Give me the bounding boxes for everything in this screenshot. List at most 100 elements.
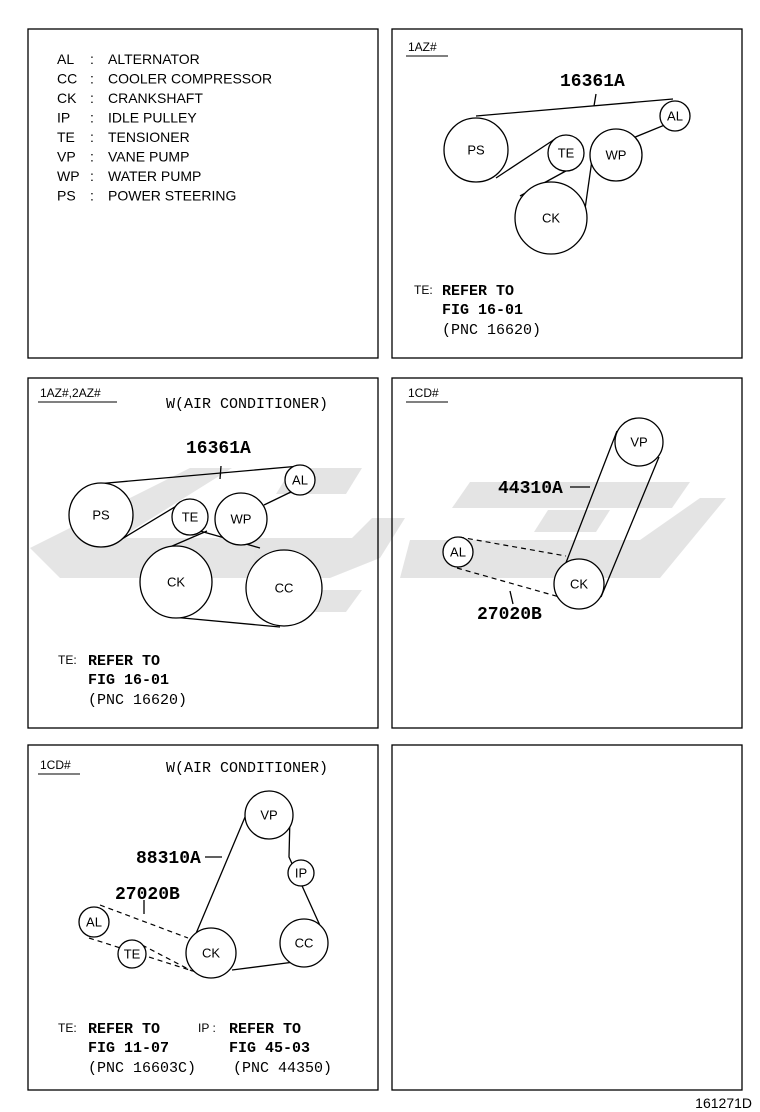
legend-separator: :: [90, 149, 94, 165]
belt-part-number: 44310A: [498, 479, 563, 499]
svg-text:PS: PS: [92, 508, 110, 523]
belt-segment: [495, 138, 556, 179]
svg-text:REFER TO: REFER TO: [442, 283, 514, 300]
legend-abbreviation: TE: [57, 129, 75, 145]
idle-pulley: IP: [287, 859, 315, 887]
belt-part-number: 16361A: [186, 439, 251, 459]
panel-1cd: [391, 377, 743, 729]
crankshaft-pulley: CK: [553, 558, 605, 610]
svg-text:TE:: TE:: [58, 1021, 77, 1035]
svg-text:TE:: TE:: [414, 283, 433, 297]
vane-pump-pulley: VP: [614, 417, 664, 467]
belt-segment: [561, 430, 618, 574]
legend-separator: :: [90, 188, 94, 204]
belt-segment-dashed: [456, 567, 564, 599]
legend-separator: :: [90, 90, 94, 106]
legend-abbreviation: VP: [57, 149, 76, 165]
belt-part-number: 16361A: [560, 72, 625, 92]
svg-text:(PNC 44350): (PNC 44350): [233, 1060, 332, 1077]
legend-abbreviation: CC: [57, 71, 77, 87]
svg-text:IP :: IP :: [198, 1021, 216, 1035]
legend-name: ALTERNATOR: [108, 51, 200, 67]
legend-name: IDLE PULLEY: [108, 110, 197, 126]
tensioner-reference-note: TE: REFER TO FIG 11-07 (PNC 16603C): [58, 1021, 196, 1077]
svg-text:REFER TO: REFER TO: [88, 1021, 160, 1038]
belt-segment: [171, 616, 281, 628]
svg-text:REFER TO: REFER TO: [229, 1021, 301, 1038]
svg-text:CK: CK: [542, 211, 560, 226]
tensioner-reference-note: TE: REFER TO FIG 16-01 (PNC 16620): [414, 283, 541, 339]
legend-item: AL: ALTERNATOR: [57, 51, 200, 67]
cooler-compressor-pulley: CC: [245, 549, 323, 627]
alternator-pulley: AL: [78, 906, 110, 938]
legend-item: WP:WATER PUMP: [57, 168, 201, 184]
legend-separator: :: [90, 110, 94, 126]
power-steering-pulley: PS: [68, 482, 134, 548]
svg-text:CK: CK: [202, 946, 220, 961]
belt-segment: [475, 98, 674, 117]
legend-item: PS: POWER STEERING: [57, 188, 236, 204]
panel-1az-2az-ac: [27, 377, 379, 729]
legend-name: VANE PUMP: [108, 149, 189, 165]
svg-text:FIG 45-03: FIG 45-03: [229, 1040, 310, 1057]
belt-segment: [191, 809, 249, 944]
belt-segment-dashed: [458, 536, 567, 557]
svg-text:(PNC 16603C): (PNC 16603C): [88, 1060, 196, 1077]
tensioner-pulley: TE: [117, 939, 147, 969]
legend-abbreviation: IP: [57, 110, 70, 126]
belt-segment: [288, 815, 323, 931]
variant-title: W(AIR CONDITIONER): [166, 396, 328, 413]
svg-text:TE:: TE:: [58, 653, 77, 667]
legend-separator: :: [90, 129, 94, 145]
crankshaft-pulley: CK: [514, 181, 588, 255]
belt-segment: [600, 456, 660, 598]
belt-part-number: 27020B: [115, 885, 180, 905]
watermark-logo: [30, 468, 726, 612]
panel-1cd-ac: [27, 744, 379, 1091]
legend-abbreviation: PS: [57, 188, 76, 204]
belt-routing-1cd: [456, 430, 660, 605]
svg-text:WP: WP: [606, 148, 627, 163]
belt-segment-dashed: [99, 904, 189, 939]
vane-pump-pulley: VP: [244, 790, 294, 840]
belt-segment: [263, 489, 296, 506]
legend-separator: :: [90, 51, 94, 67]
svg-text:(PNC 16620): (PNC 16620): [88, 692, 187, 709]
power-steering-pulley: PS: [443, 117, 509, 183]
svg-text:FIG 16-01: FIG 16-01: [442, 302, 523, 319]
engine-tag: 1AZ#: [408, 40, 437, 54]
tensioner-pulley: TE: [547, 134, 585, 172]
callout-leader: [593, 93, 597, 107]
engine-tag: 1CD#: [40, 758, 71, 772]
alternator-pulley: AL: [659, 100, 691, 132]
callout-leader: [509, 590, 514, 605]
legend-abbreviation: AL: [57, 51, 74, 67]
legend-name: WATER PUMP: [108, 168, 201, 184]
tensioner-pulley: TE: [171, 498, 209, 536]
legend-abbreviation: WP: [57, 168, 80, 184]
legend-name: POWER STEERING: [108, 188, 236, 204]
svg-text:AL: AL: [292, 473, 308, 488]
callout-leader: [219, 465, 222, 480]
cooler-compressor-pulley: CC: [279, 918, 329, 968]
svg-text:FIG 11-07: FIG 11-07: [88, 1040, 169, 1057]
svg-text:AL: AL: [667, 109, 683, 124]
legend-separator: :: [90, 71, 94, 87]
svg-text:CK: CK: [570, 577, 588, 592]
idle-pulley-reference-note: IP : REFER TO FIG 45-03 (PNC 44350): [198, 1021, 332, 1077]
panel-empty: [391, 744, 743, 1091]
svg-text:VP: VP: [260, 808, 277, 823]
legend-name: CRANKSHAFT: [108, 90, 203, 106]
legend-item: TE: TENSIONER: [57, 129, 190, 145]
belt-part-number: 88310A: [136, 849, 201, 869]
belt-segment: [95, 465, 301, 485]
alternator-pulley: AL: [284, 464, 316, 496]
belt-segment-dashed: [141, 944, 193, 972]
svg-text:IP: IP: [295, 866, 307, 881]
belt-part-number: 27020B: [477, 605, 542, 625]
svg-text:CC: CC: [295, 936, 314, 951]
water-pump-pulley: WP: [214, 492, 268, 546]
legend-name: COOLER COMPRESSOR: [108, 71, 272, 87]
legend-name: TENSIONER: [108, 129, 190, 145]
